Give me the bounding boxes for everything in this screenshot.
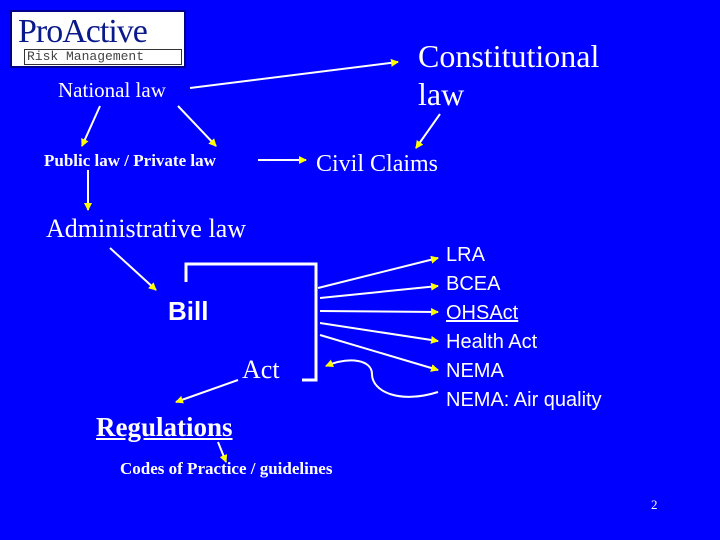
national-law: National law (58, 78, 166, 102)
civil-claims: Civil Claims (316, 151, 439, 177)
act-item-health-act: Health Act (446, 331, 538, 353)
constitutional-law-line2: law (418, 76, 465, 112)
logo-subtitle: Risk Management (24, 49, 182, 65)
act-item-bcea: BCEA (446, 273, 501, 295)
constitutional-law-line1: Constitutional (418, 38, 600, 74)
arrow-national-to-public (81, 105, 101, 147)
bill: Bill (168, 296, 209, 326)
act-item-ohsact: OHSAct (446, 302, 519, 324)
arrow-to-lra (317, 255, 439, 289)
act: Act (242, 355, 280, 384)
arrow-regulations-to-codes (217, 441, 228, 463)
codes-of-practice: Codes of Practice / guidelines (120, 459, 333, 478)
arrow-constitutional-to-civil (415, 113, 441, 149)
public-private-law: Public law / Private law (44, 151, 216, 170)
regulations: Regulations (96, 412, 233, 442)
arrow-administrative-to-bill (109, 247, 157, 291)
arrow-to-ohsact (319, 307, 439, 316)
arrow-to-health-act (319, 322, 439, 344)
arrow-national-to-private (177, 105, 217, 147)
arrow-to-bcea (319, 282, 439, 299)
arrow-act-to-regulations (175, 379, 239, 404)
act-item-nema-air-quality: NEMA: Air quality (446, 389, 602, 411)
arrow-national-to-constitutional (189, 58, 399, 89)
arrow-to-nema (319, 334, 439, 372)
page-number: 2 (651, 497, 658, 512)
arrow-air-quality-to-act (325, 359, 439, 398)
proactive-logo: ProActive Risk Management (10, 10, 186, 68)
administrative-law: Administrative law (46, 214, 247, 243)
act-item-nema: NEMA (446, 360, 504, 382)
logo-name: ProActive (18, 13, 148, 50)
act-item-lra: LRA (446, 244, 485, 266)
bill-act-bracket (184, 262, 318, 382)
